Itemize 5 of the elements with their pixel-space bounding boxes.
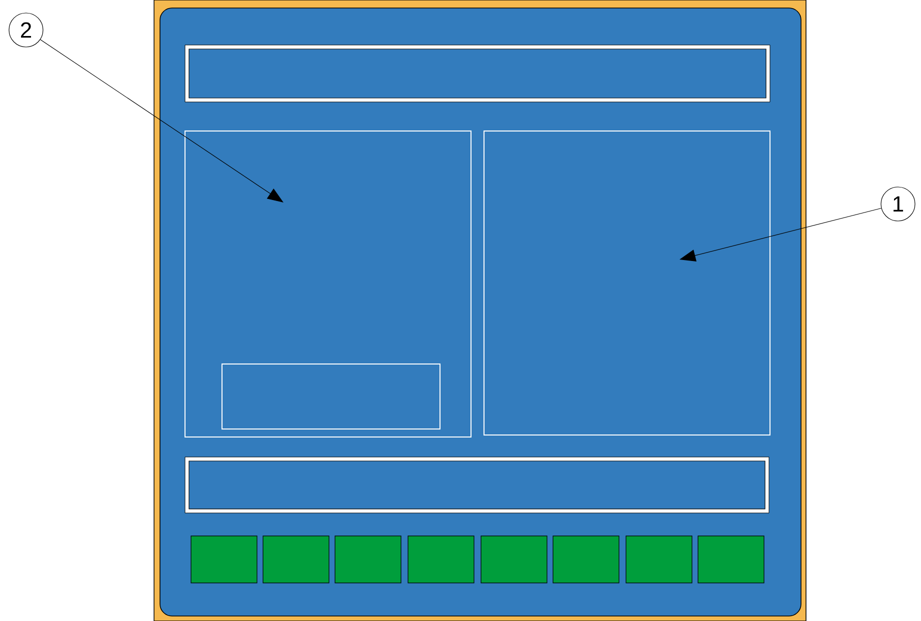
callout-number: 1 (880, 186, 916, 222)
display-panel (484, 130, 770, 436)
leader-line (40, 39, 284, 202)
display-panel (184, 130, 472, 438)
callout-number: 2 (8, 12, 44, 48)
